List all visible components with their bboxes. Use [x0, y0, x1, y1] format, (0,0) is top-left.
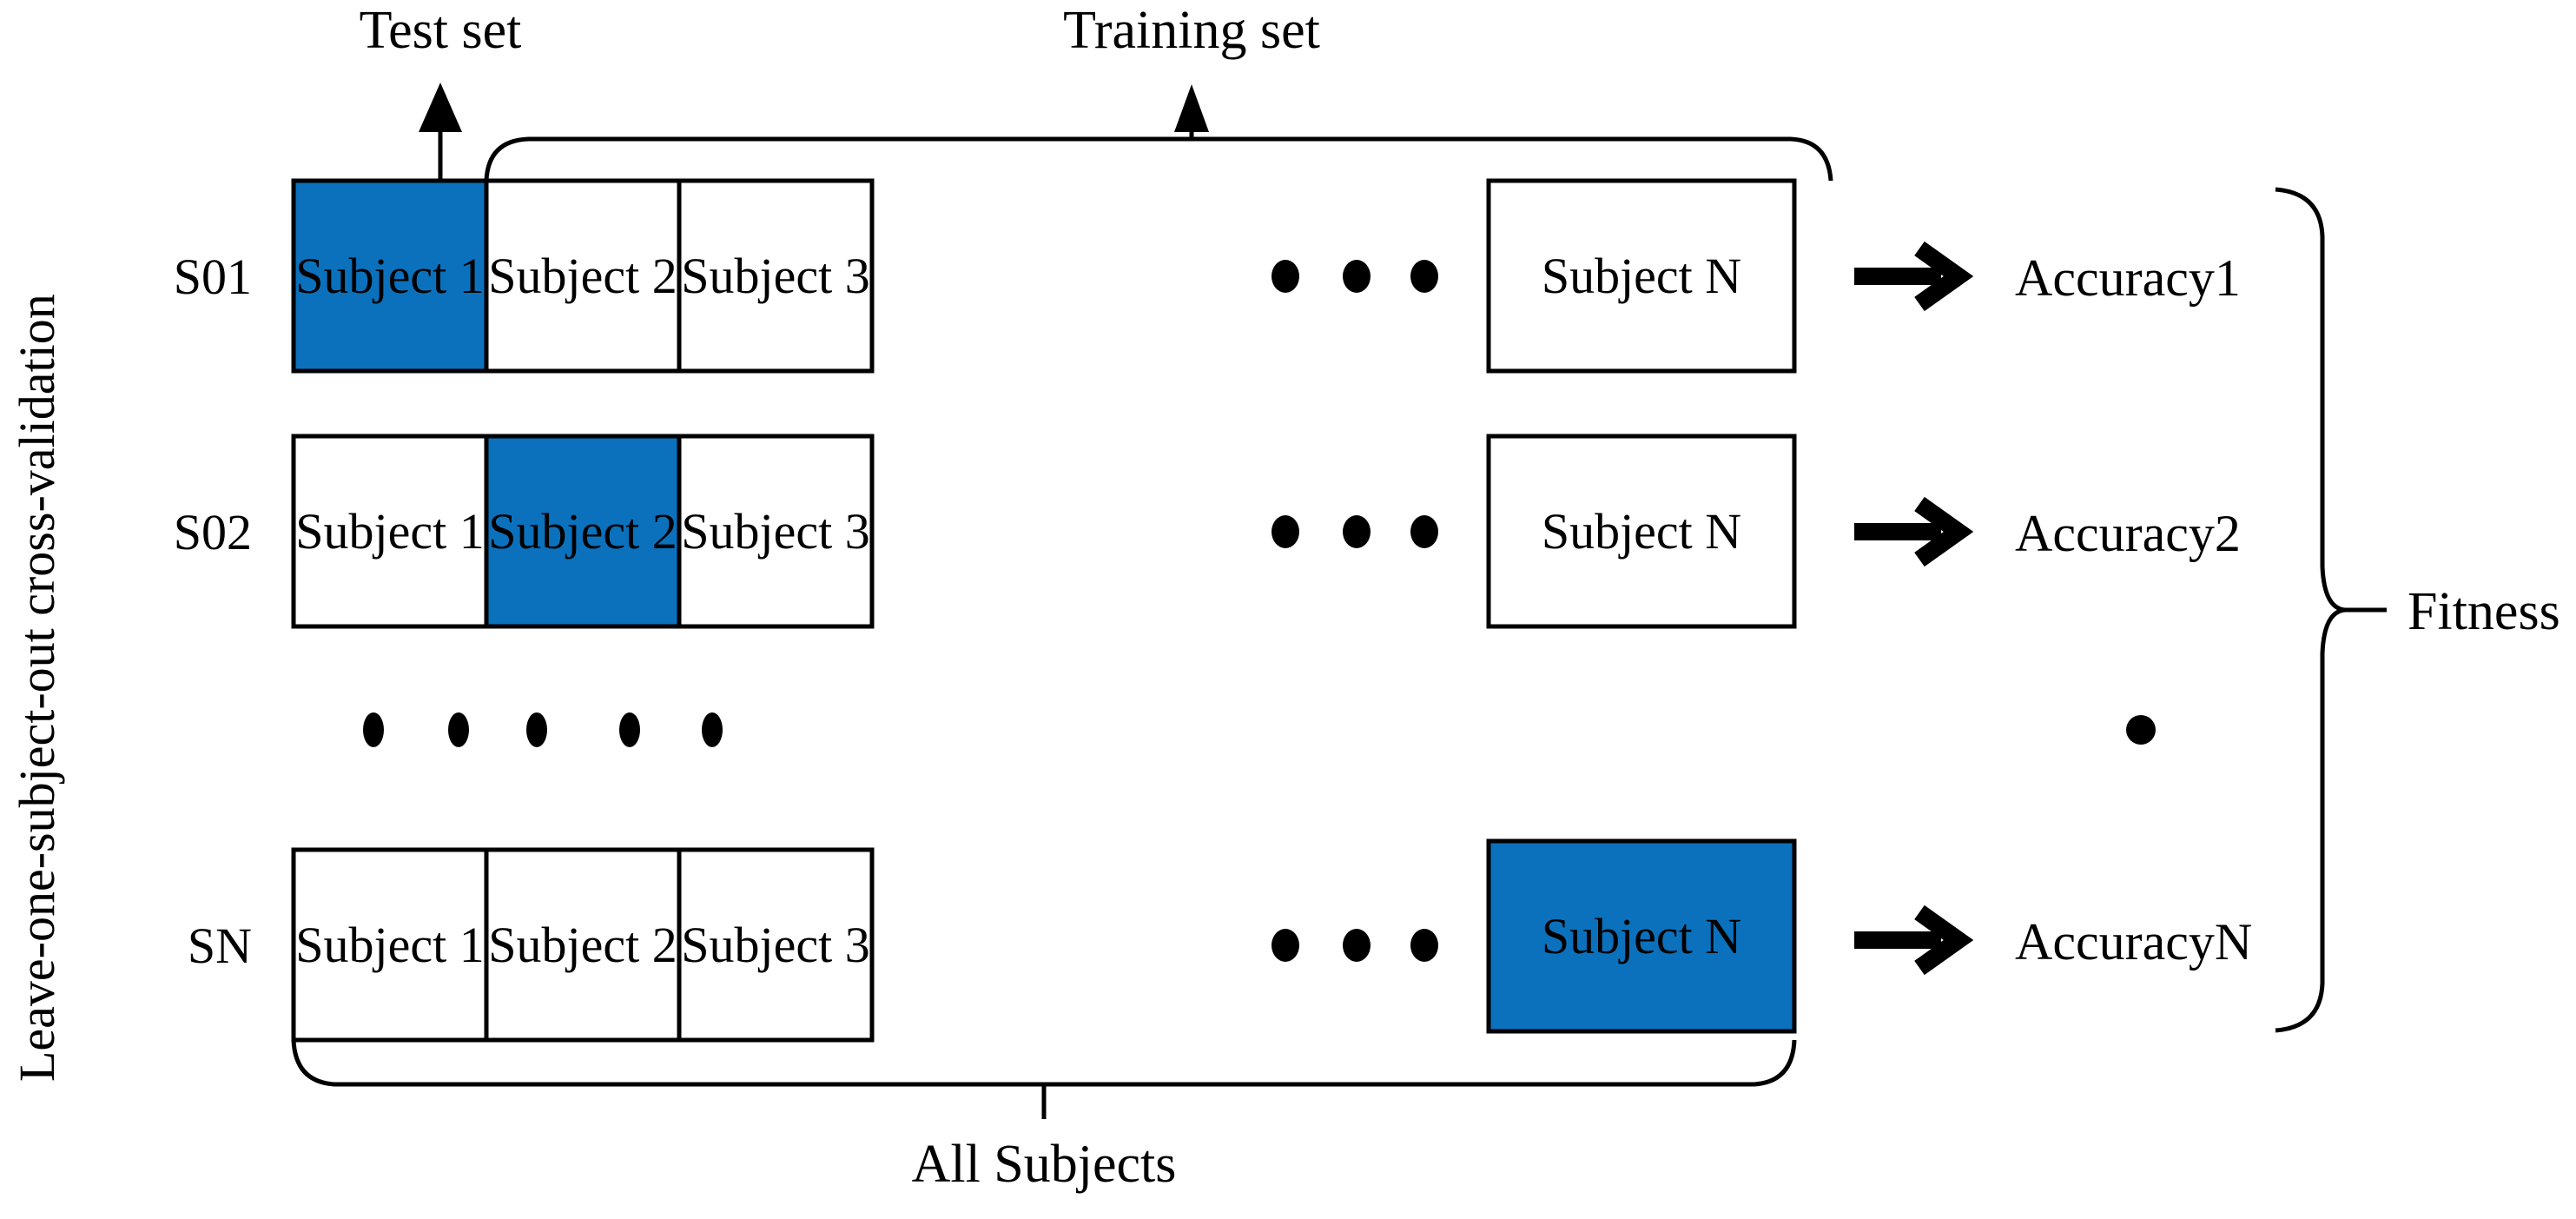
cell-s01-subject-n[interactable] [1486, 178, 1797, 374]
row-s02-ellipsis [1271, 515, 1438, 548]
ellipsis-dot [1343, 929, 1371, 962]
vertical-axis-title: Leave-one-subject-out cross-validation [9, 294, 65, 1082]
cell-s02-subject-3-label: Subject 3 [681, 503, 869, 560]
result-label-s01: Accuracy1 [2015, 249, 2241, 307]
ellipsis-dot [1271, 929, 1299, 962]
result-arrow-head [1914, 496, 1974, 567]
fitness-annotation: Fitness [2275, 187, 2560, 1033]
vertical-ellipsis-dot [619, 712, 640, 747]
cell-sn-subject-n-label: Subject N [1542, 908, 1741, 964]
training-set-brace [484, 136, 1833, 182]
row-sn: SN Subject 1 Subject 2 Subject 3 Subject… [188, 838, 2252, 1043]
vertical-ellipsis-dot [448, 712, 469, 747]
test-set-annotation: Test set [360, 1, 522, 181]
all-subjects-annotation: All Subjects [291, 1039, 1797, 1194]
vertical-ellipsis-dot [363, 712, 384, 747]
cell-sn-subject-3[interactable] [677, 847, 875, 1043]
cell-s02-subject-3[interactable] [677, 434, 875, 629]
vertical-ellipsis-dot [702, 712, 723, 747]
vertical-ellipsis-dot [526, 712, 547, 747]
training-set-annotation: Training set [484, 1, 1833, 182]
test-set-arrow-head [419, 83, 462, 132]
cell-s01-subject-1[interactable] [291, 178, 489, 374]
ellipsis-dot [1343, 260, 1371, 293]
cell-sn-subject-2-label: Subject 2 [488, 917, 677, 973]
row-sn-ellipsis [1271, 929, 1438, 962]
cell-s01-subject-2-label: Subject 2 [488, 248, 677, 304]
row-s01: S01 Subject 1 Subject 2 Subject 3 Subjec… [174, 178, 2241, 374]
cell-s02-subject-1-label: Subject 1 [295, 503, 484, 560]
cell-s01-subject-3-label: Subject 3 [681, 248, 869, 304]
row-label-sn: SN [188, 918, 252, 974]
cell-sn-subject-2[interactable] [484, 847, 682, 1043]
ellipsis-dot [1410, 260, 1438, 293]
result-arrow-head [1914, 241, 1974, 312]
cell-sn-subject-3-label: Subject 3 [681, 917, 869, 973]
result-arrow-head [1914, 904, 1974, 976]
cell-sn-subject-n[interactable] [1486, 838, 1797, 1034]
cell-s02-subject-2[interactable] [484, 434, 682, 629]
result-label-sn: AccuracyN [2015, 913, 2252, 971]
result-vertical-ellipsis-dot [2126, 715, 2156, 745]
training-set-arrow-head [1174, 84, 1209, 132]
training-set-label: Training set [1063, 1, 1320, 60]
cell-s02-subject-2-label: Subject 2 [488, 503, 677, 560]
row-s02: S02 Subject 1 Subject 2 Subject 3 Subjec… [174, 434, 2241, 629]
ellipsis-dot [1410, 515, 1438, 548]
result-arrow-s02 [1854, 496, 1974, 567]
ellipsis-dot [1271, 515, 1299, 548]
test-set-label: Test set [360, 1, 522, 60]
row-vertical-ellipsis [363, 712, 2156, 747]
result-arrow-s01 [1854, 241, 1974, 312]
cell-s01-subject-1-label: Subject 1 [295, 248, 484, 304]
row-s01-ellipsis [1271, 260, 1438, 293]
cell-s02-subject-n[interactable] [1486, 434, 1797, 629]
ellipsis-dot [1343, 515, 1371, 548]
all-subjects-label: All Subjects [912, 1135, 1177, 1194]
row-label-s02: S02 [174, 504, 252, 560]
ellipsis-dot [1410, 929, 1438, 962]
cell-s01-subject-3[interactable] [677, 178, 875, 374]
fitness-label: Fitness [2408, 582, 2560, 641]
cell-s01-subject-n-label: Subject N [1542, 248, 1741, 304]
fitness-brace [2275, 187, 2346, 1033]
all-subjects-brace [291, 1039, 1797, 1087]
cell-s02-subject-n-label: Subject N [1542, 503, 1741, 560]
ellipsis-dot [1271, 260, 1299, 293]
vertical-axis-title-text: Leave-one-subject-out cross-validation [9, 294, 65, 1082]
result-label-s02: Accuracy2 [2015, 505, 2241, 562]
cell-sn-subject-1-label: Subject 1 [295, 917, 484, 973]
cell-sn-subject-1[interactable] [291, 847, 489, 1043]
row-label-s01: S01 [174, 248, 252, 305]
result-arrow-sn [1854, 904, 1974, 976]
